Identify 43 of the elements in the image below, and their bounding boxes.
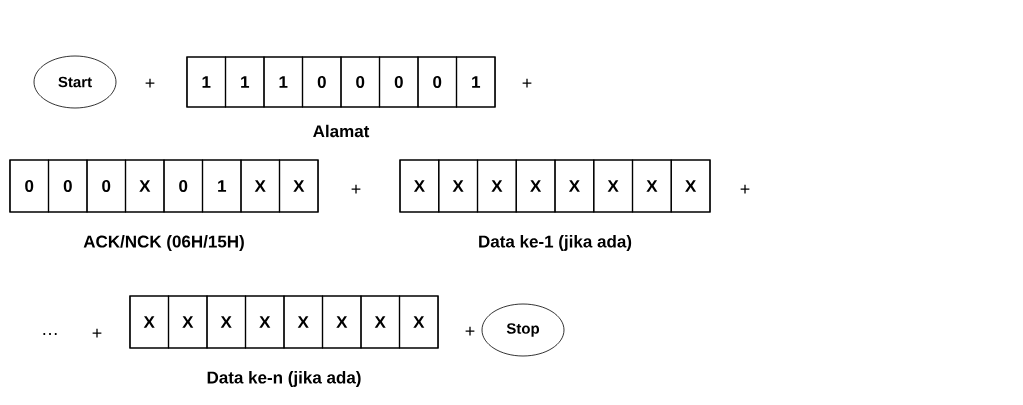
bit-cell: 1: [263, 56, 304, 108]
operator-sign: …: [43, 333, 57, 335]
bit-cell: X: [438, 159, 479, 213]
bit-cell: X: [244, 295, 285, 349]
bit-cell: X: [167, 295, 208, 349]
bit-cell: X: [476, 159, 517, 213]
bit-cell: X: [124, 159, 165, 213]
bit-cell: 1: [201, 159, 242, 213]
operator-sign: +: [522, 78, 532, 88]
bit-cell: X: [670, 159, 711, 213]
bit-cell: X: [631, 159, 672, 213]
bit-cell: X: [399, 159, 440, 213]
bit-cell: 1: [224, 56, 265, 108]
bit-cell: X: [206, 295, 247, 349]
bit-cell: X: [129, 295, 170, 349]
bit-cell: X: [321, 295, 362, 349]
operator-sign: +: [465, 326, 475, 336]
byte-caption: Data ke-1 (jika ada): [479, 235, 632, 251]
byte-caption: ACK/NCK (06H/15H): [83, 235, 244, 251]
byte-caption: Data ke-n (jika ada): [207, 371, 361, 387]
bit-cell: 0: [86, 159, 127, 213]
bit-cell: 1: [186, 56, 227, 108]
bit-cell: X: [398, 295, 439, 349]
bit-cell: 0: [163, 159, 204, 213]
bit-cell: X: [554, 159, 595, 213]
bit-cell: X: [515, 159, 556, 213]
bit-cell: X: [593, 159, 634, 213]
bit-cell: 0: [417, 56, 458, 108]
bit-cell: 1: [455, 56, 496, 108]
bit-cell: 0: [301, 56, 342, 108]
operator-sign: +: [145, 78, 155, 88]
bit-cell: 0: [47, 159, 88, 213]
operator-sign: +: [351, 184, 361, 194]
bit-cell: 0: [340, 56, 381, 108]
byte-caption: Alamat: [313, 124, 370, 138]
bit-cell: X: [240, 159, 281, 213]
operator-sign: +: [92, 328, 102, 338]
bit-cell: 0: [9, 159, 50, 213]
bit-cell: X: [283, 295, 324, 349]
bit-cell: X: [360, 295, 401, 349]
bit-cell: X: [278, 159, 319, 213]
operator-sign: +: [740, 184, 750, 194]
bit-cell: 0: [378, 56, 419, 108]
